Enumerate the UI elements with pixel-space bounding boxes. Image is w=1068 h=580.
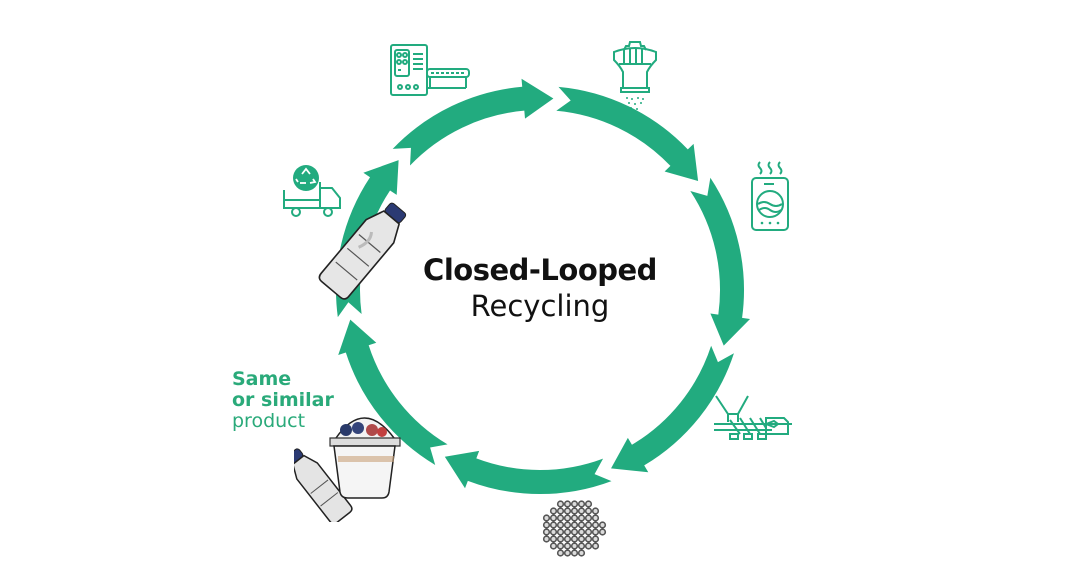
- pellet: [577, 500, 586, 508]
- pellet: [584, 521, 593, 529]
- pellet: [577, 542, 586, 550]
- pellet: [570, 549, 579, 557]
- pellet: [563, 535, 572, 543]
- pellet: [598, 521, 607, 529]
- title-line-1: Closed-Looped: [423, 253, 657, 287]
- pellet: [591, 542, 600, 550]
- diagram-title: Closed-Looped Recycling: [380, 252, 700, 324]
- same-product-image: [294, 417, 401, 522]
- pellet: [556, 528, 565, 536]
- pellet: [549, 507, 558, 515]
- pellet: [563, 507, 572, 515]
- pellet: [584, 507, 593, 515]
- washing-machine-icon: [751, 161, 789, 231]
- cycle-arrow-5: [444, 450, 612, 495]
- pellet: [563, 521, 572, 529]
- pellet: [577, 507, 586, 515]
- same-product-label: Same or similar product: [232, 369, 334, 432]
- pellet: [542, 528, 551, 536]
- pellet: [549, 528, 558, 536]
- pellet: [577, 535, 586, 543]
- plastic-bottle-image: [318, 202, 407, 300]
- shredder-grinder-icon: [613, 41, 657, 110]
- cycle-arrow-4: [611, 345, 734, 473]
- pellet: [570, 528, 579, 536]
- title-line-2: Recycling: [470, 289, 610, 323]
- pellet: [591, 514, 600, 522]
- production-machine-icon: [390, 44, 470, 96]
- pellet: [556, 507, 565, 515]
- label-line-2: or similar: [232, 389, 334, 411]
- pellet: [563, 514, 572, 522]
- pellet: [577, 514, 586, 522]
- label-line-3: product: [232, 410, 306, 432]
- pellet: [584, 542, 593, 550]
- pellet: [556, 521, 565, 529]
- pellet: [563, 500, 572, 508]
- pellet: [549, 535, 558, 543]
- label-line-1: Same: [232, 368, 292, 390]
- pellet: [563, 542, 572, 550]
- pellet: [584, 528, 593, 536]
- pellet: [591, 535, 600, 543]
- extruder-icon: [714, 395, 792, 440]
- pellet: [556, 514, 565, 522]
- cycle-arrow-3: [690, 177, 751, 346]
- pellet: [577, 549, 586, 557]
- pellet: [598, 528, 607, 536]
- cycle-arrow-2: [556, 86, 699, 182]
- pellet: [591, 521, 600, 529]
- pellet: [549, 521, 558, 529]
- pellets-icon: [542, 500, 607, 557]
- pellet: [563, 528, 572, 536]
- pellet: [570, 521, 579, 529]
- pellet: [577, 528, 586, 536]
- collection-truck-icon: [283, 165, 341, 217]
- cycle-arrow-1: [392, 78, 554, 166]
- pellet: [584, 535, 593, 543]
- pellet: [549, 514, 558, 522]
- pellet: [542, 514, 551, 522]
- pellet: [584, 514, 593, 522]
- pellet: [556, 549, 565, 557]
- pellet: [556, 542, 565, 550]
- pellet: [549, 542, 558, 550]
- pellet: [542, 521, 551, 529]
- pellet: [591, 528, 600, 536]
- cycle-arrow-6: [338, 319, 448, 466]
- pellet: [556, 535, 565, 543]
- pellet: [563, 549, 572, 557]
- pellet: [556, 500, 565, 508]
- pellet: [570, 535, 579, 543]
- pellet: [584, 500, 593, 508]
- pellet: [577, 521, 586, 529]
- pellet: [570, 542, 579, 550]
- pellet: [542, 535, 551, 543]
- pellet: [570, 507, 579, 515]
- pellet: [570, 500, 579, 508]
- pellet: [570, 514, 579, 522]
- pellet: [591, 507, 600, 515]
